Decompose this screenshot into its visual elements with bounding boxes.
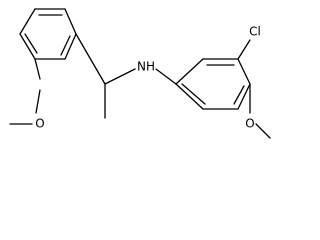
bond-o-right-to-methyl (255, 123, 271, 139)
right-benzene-ring (175, 58, 251, 110)
cl-label: Cl (249, 25, 261, 39)
chemical-structure: NH Cl O O (9, 8, 271, 139)
bond-ring-to-o-left (34, 58, 41, 80)
bond-o-left-link (35, 89, 41, 114)
bond-ch-to-nh (104, 68, 136, 85)
bond-ring-to-cl (237, 39, 251, 60)
o-right-label: O (245, 117, 254, 131)
structure-canvas: NH Cl O O (9, 8, 271, 139)
nh-label: NH (137, 60, 155, 74)
bond-nh-to-ring (155, 68, 177, 85)
o-left-label: O (35, 117, 44, 131)
left-benzene-ring (19, 8, 77, 60)
bond-ring-to-ch (75, 33, 106, 85)
